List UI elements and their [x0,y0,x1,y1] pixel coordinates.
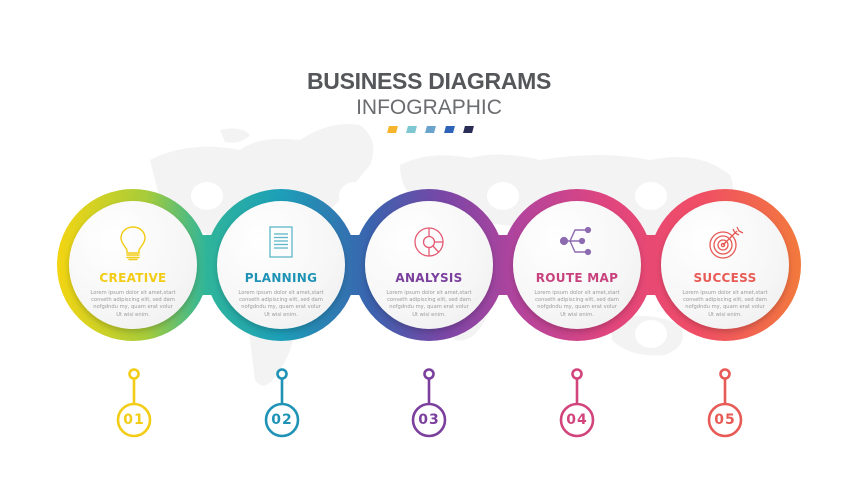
pin-connector-icon [264,368,300,438]
step-number: 04 [566,412,588,428]
step-description: Lorem ipsum dolor sit amet,start conseth… [379,290,479,319]
desc-line: Lorem ipsum dolor sit amet,start [90,290,176,296]
step-number: 01 [123,412,145,428]
pin-connector-icon [116,368,152,438]
desc-line: nofgdndu my, quam erat volur [685,304,765,311]
step-description: Lorem ipsum dolor sit amet,start conseth… [675,290,775,319]
pie-chart-icon [414,227,444,257]
step-number-pin-05: 05 [707,368,743,450]
target-icon [709,226,744,259]
pin-connector-icon [411,368,447,438]
step-label: ROUTE MAP [535,271,619,285]
desc-line: Lorem ipsum dolor sit amet,start [534,290,620,296]
pin-connector-icon [707,368,743,438]
diagram-title: BUSINESS DIAGRAMS [306,68,552,94]
desc-line: conseth adipiscing elit, sed dam [387,297,471,304]
desc-line: Ut wisi enim. [264,311,298,318]
step-description: Lorem ipsum dolor sit amet,start conseth… [527,290,627,319]
document-icon [269,226,293,258]
step-number-pin-04: 04 [559,368,595,450]
desc-line: conseth adipiscing elit, sed dam [239,297,323,304]
step-number-pin-03: 03 [411,368,447,450]
step-label: SUCCESS [693,271,757,285]
step-number: 03 [418,412,440,428]
desc-line: nofgdndu my, quam erat volur [241,304,321,311]
pin-connector-icon [559,368,595,438]
desc-line: nofgdndu my, quam erat volur [537,304,617,311]
step-number-pin-01: 01 [116,368,152,450]
desc-line: conseth adipiscing elit, sed dam [535,297,619,304]
desc-line: conseth adipiscing elit, sed dam [683,297,767,304]
step-card-success: SUCCESS Lorem ipsum dolor sit amet,start… [661,201,789,329]
step-card-route-map: ROUTE MAP Lorem ipsum dolor sit amet,sta… [513,201,641,329]
step-number-pin-02: 02 [264,368,300,450]
desc-line: Ut wisi enim. [116,311,150,318]
desc-line: Lorem ipsum dolor sit amet,start [682,290,768,296]
step-card-analysis: ANALYSIS Lorem ipsum dolor sit amet,star… [365,201,493,329]
route-branch-icon [559,226,592,256]
desc-line: Lorem ipsum dolor sit amet,start [238,290,324,296]
desc-line: nofgdndu my, quam erat volur [93,304,173,311]
step-description: Lorem ipsum dolor sit amet,start conseth… [231,290,331,319]
desc-line: Ut wisi enim. [560,311,594,318]
step-card-creative: CREATIVE Lorem ipsum dolor sit amet,star… [69,201,197,329]
step-description: Lorem ipsum dolor sit amet,start conseth… [83,290,183,319]
diagram-subtitle: INFOGRAPHIC [356,96,502,119]
step-card-planning: PLANNING Lorem ipsum dolor sit amet,star… [217,201,345,329]
step-label: PLANNING [244,271,318,285]
lightbulb-icon [120,226,146,261]
desc-line: conseth adipiscing elit, sed dam [91,297,175,304]
desc-line: Lorem ipsum dolor sit amet,start [386,290,472,296]
step-label: ANALYSIS [395,271,463,285]
step-label: CREATIVE [99,271,167,285]
step-number: 02 [271,412,293,428]
desc-line: nofgdndu my, quam erat volur [389,304,469,311]
step-number: 05 [714,412,736,428]
desc-line: Ut wisi enim. [708,311,742,318]
desc-line: Ut wisi enim. [412,311,446,318]
